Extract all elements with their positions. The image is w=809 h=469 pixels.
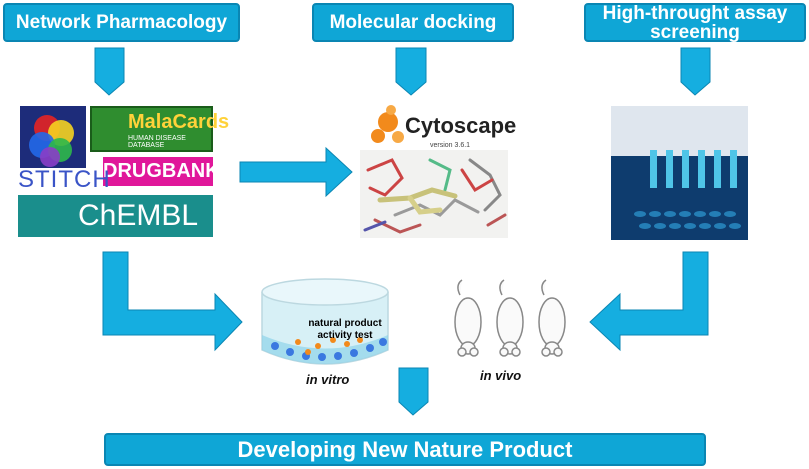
down-arrow-footer [398, 367, 429, 416]
mouse-icon-1 [454, 279, 482, 357]
drugbank-logo: DRUGBANK [103, 157, 220, 186]
right-arrow-to-docking [239, 146, 353, 198]
header-high-throughput-screening: High-throught assay screening [584, 3, 806, 42]
malacards-name: MalaCards [128, 111, 230, 133]
header-assay-line2: screening [650, 21, 740, 43]
stitch-logo: STITCH [18, 166, 111, 193]
malacards-subtitle: HUMAN DISEASE DATABASE [128, 135, 186, 149]
natural-product-line1: natural product [308, 318, 382, 329]
malacards-logo: MalaCards HUMAN DISEASE DATABASE [90, 106, 229, 152]
venn-circle-purple [40, 147, 60, 167]
mice-icons [454, 279, 566, 357]
mouse-icon-2 [496, 279, 524, 357]
down-arrow-network [94, 47, 125, 96]
chembl-logo: ChEMBL [18, 195, 213, 237]
cytoscape-icon [371, 105, 404, 143]
cytoscape-version: version 3.6.1 [430, 142, 471, 149]
arrow-network-to-vitro [102, 251, 243, 352]
natural-product-label: natural product activity test [280, 318, 410, 342]
header-molecular-docking: Molecular docking [312, 3, 514, 42]
natural-product-line2: activity test [317, 330, 373, 341]
header-network-pharmacology: Network Pharmacology [3, 3, 240, 42]
in-vivo-label: in vivo [480, 368, 522, 383]
header-docking-label: Molecular docking [329, 12, 497, 33]
down-arrow-assay [680, 47, 711, 96]
footer-label: Developing New Nature Product [237, 437, 573, 462]
header-network-label: Network Pharmacology [15, 12, 228, 33]
petri-dish-icon [261, 278, 389, 365]
cytoscape-logo: Cytoscape [405, 113, 517, 138]
in-vitro-label: in vitro [306, 372, 350, 387]
header-assay-line1: High-throught assay [602, 2, 788, 24]
down-arrow-docking [395, 47, 427, 96]
arrow-assay-to-vivo [589, 251, 709, 352]
mouse-icon-3 [538, 279, 566, 357]
footer-developing-product: Developing New Nature Product [104, 433, 706, 466]
